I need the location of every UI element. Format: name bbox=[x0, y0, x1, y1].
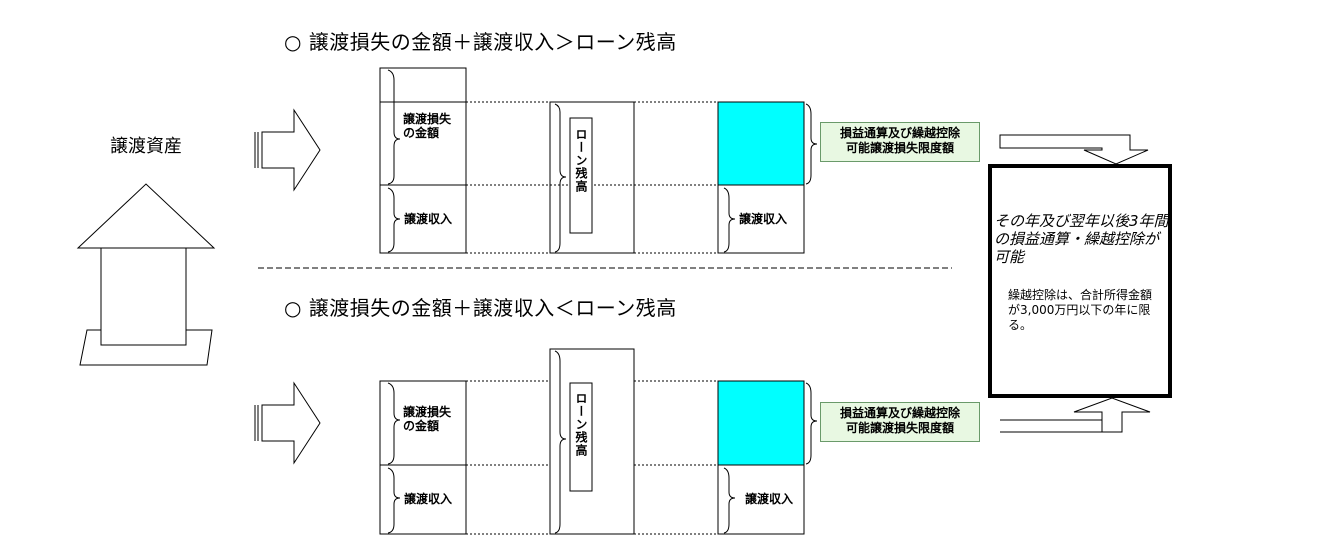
top-limit-label: 損益通算及び繰越控除 可能譲渡損失限度額 bbox=[820, 122, 980, 162]
result-main-text: その年及び翌年以後3年間の損益通算・繰越控除が可能 bbox=[994, 212, 1169, 266]
bottom-diagram-lines bbox=[379, 348, 818, 535]
arrow-down-icon bbox=[999, 134, 1149, 165]
bottom-limit-cyan-block bbox=[717, 380, 805, 466]
bottom-loan-inner-box bbox=[569, 382, 593, 492]
bottom-loss-amount-label: 譲渡損失 の金額 bbox=[403, 405, 452, 433]
top-loan-label: ローン残高 bbox=[574, 128, 588, 193]
bottom-section-title: ○ 譲渡損失の金額＋譲渡収入＜ローン残高 bbox=[284, 296, 677, 320]
result-box bbox=[988, 164, 1172, 398]
bottom-loan-label: ローン残高 bbox=[574, 392, 588, 457]
top-limit-cyan-block bbox=[717, 101, 805, 186]
top-loan-inner-box bbox=[569, 117, 593, 234]
result-note-text: 繰越控除は、合計所得金額が3,000万円以下の年に限る。 bbox=[1008, 288, 1153, 332]
arrow-right-icon-top bbox=[254, 108, 321, 192]
top-loss-amount-label: 譲渡損失 の金額 bbox=[403, 112, 452, 140]
top-section-title: ○ 譲渡損失の金額＋譲渡収入＞ローン残高 bbox=[284, 30, 677, 54]
bottom-limit-label: 損益通算及び繰越控除 可能譲渡損失限度額 bbox=[820, 402, 980, 442]
house-icon bbox=[76, 183, 216, 366]
top-income-label: 譲渡収入 bbox=[404, 212, 453, 226]
arrow-right-icon-bottom bbox=[254, 381, 321, 465]
arrow-up-icon bbox=[1000, 397, 1151, 433]
top-right-income-label: 譲渡収入 bbox=[739, 212, 788, 226]
bottom-income-label: 譲渡収入 bbox=[404, 492, 453, 506]
bottom-right-income-label: 譲渡収入 bbox=[745, 492, 794, 506]
asset-label: 譲渡資産 bbox=[110, 136, 182, 157]
